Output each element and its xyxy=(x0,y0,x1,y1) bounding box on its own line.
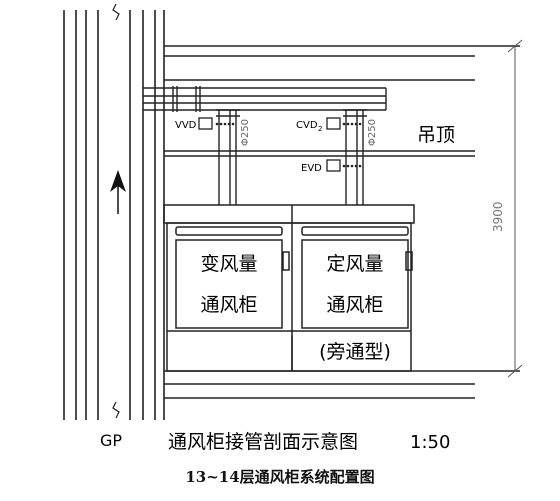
cvd-label: CVD xyxy=(296,120,318,131)
evd-label: EVD xyxy=(301,163,322,174)
shaft-lines xyxy=(63,10,165,420)
right-cabinet-line1: 定风量 xyxy=(326,253,383,275)
vertical-duct-left xyxy=(216,109,240,205)
horizontal-duct xyxy=(143,86,387,112)
upper-slab xyxy=(164,45,520,81)
vertical-duct-right xyxy=(343,109,367,205)
duct-size-left: Φ250 xyxy=(240,119,251,146)
flow-arrow-up-icon xyxy=(110,170,126,192)
shaft-label: GP xyxy=(100,431,122,450)
cvd-damper xyxy=(326,117,341,130)
duct-size-right: Φ250 xyxy=(367,119,378,146)
drawing-scale: 1:50 xyxy=(410,432,450,453)
ceiling-label: 吊顶 xyxy=(417,124,455,146)
vvd-label: VVD xyxy=(175,120,197,131)
drawing-title: 通风柜接管剖面示意图 xyxy=(168,431,358,453)
left-cabinet-line2: 通风柜 xyxy=(200,294,257,316)
damper-boxes xyxy=(198,117,341,172)
right-cabinet-line2: 通风柜 xyxy=(326,294,383,316)
floor-slab xyxy=(164,370,520,399)
break-marks xyxy=(112,3,120,419)
dimension-value: 3900 xyxy=(491,201,505,232)
evd-damper xyxy=(326,159,341,172)
damper-dots xyxy=(215,122,362,168)
vvd-damper xyxy=(198,117,213,130)
cvd-subscript: 2 xyxy=(318,125,322,133)
ceiling-lines xyxy=(164,150,475,157)
right-cabinet-line3: (旁通型) xyxy=(319,341,391,363)
left-cabinet-line1: 变风量 xyxy=(200,253,257,275)
figure-caption: 13~14层通风柜系统配置图 xyxy=(185,468,375,486)
dimension-line xyxy=(507,39,523,378)
